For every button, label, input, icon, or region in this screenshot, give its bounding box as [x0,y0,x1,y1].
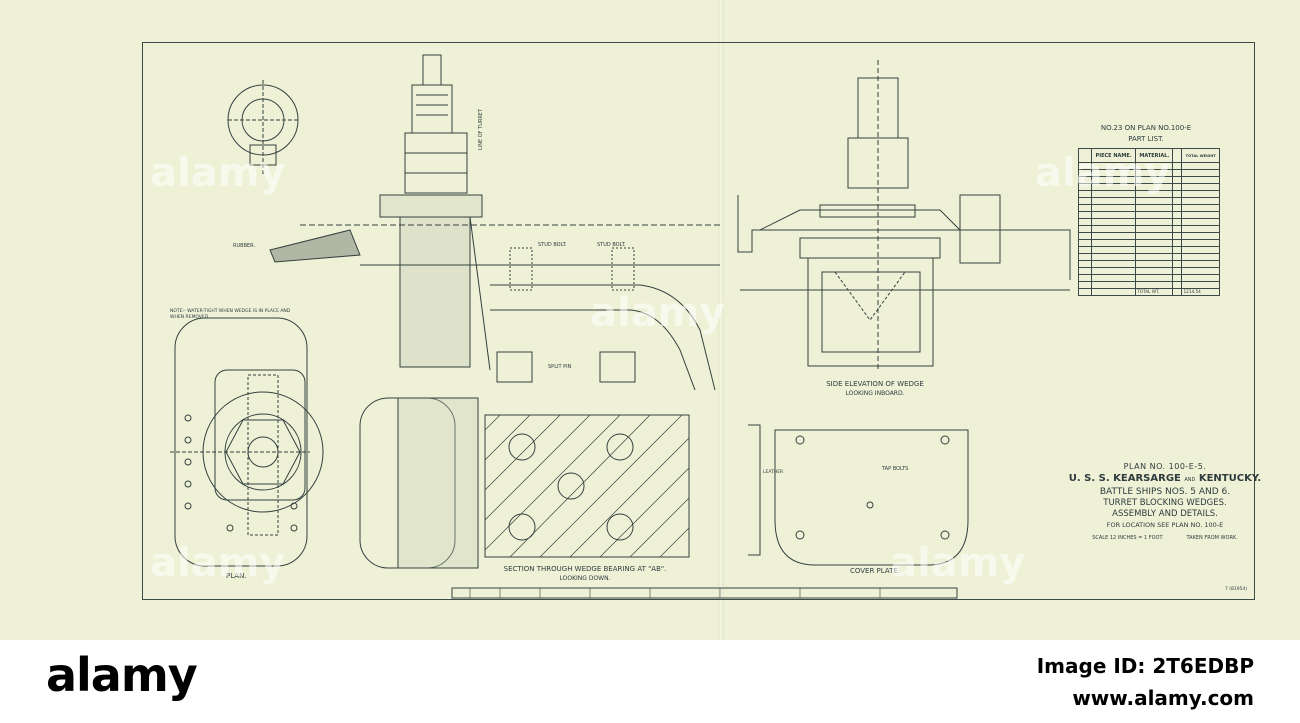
section-caption: SECTION THROUGH WEDGE BEARING AT "AB". [503,565,667,573]
table-total-row: TOTAL WT. 1214.54 [1078,288,1220,296]
location-line: FOR LOCATION SEE PLAN NO. 100-E [1106,521,1224,529]
leather-label: LEATHER [763,470,784,475]
technical-drawing [170,54,1071,599]
cover-plate [748,424,969,566]
side-elevation [737,60,1071,370]
image-id: Image ID: 2T6EDBP [1036,654,1254,678]
part-list-table: PIECE NAME. MATERIAL. TOTAL WEIGHT TOTAL… [1078,148,1220,296]
rubber-label: RUBBER. [233,243,256,249]
table-row [1078,190,1220,198]
table-row [1078,232,1220,240]
table-row [1078,253,1220,261]
qty-col [1172,148,1183,163]
line-of-turret-label: LINE OF TURRET [478,108,484,150]
table-row [1078,260,1220,268]
table-row [1078,274,1220,282]
part-list-reference: NO.23 ON PLAN NO.100-E [1100,124,1192,132]
table-row [1078,183,1220,191]
plan-caption: PLAN. [226,572,247,580]
assembly-line: ASSEMBLY AND DETAILS. [1112,509,1218,519]
drawing-sheet [0,0,1300,640]
scale-bar [451,587,958,599]
wedge-section [269,194,720,391]
note-label: NOTE:- WATER-TIGHT WHEN WEDGE IS IN PLAC… [170,309,291,320]
side-elevation-subcaption: LOOKING INBOARD. [845,390,905,397]
table-row [1078,246,1220,254]
no-col [1078,148,1092,163]
weight-col-header: TOTAL WEIGHT [1181,148,1220,163]
page-fold [718,0,724,640]
table-row [1078,281,1220,289]
total-label: TOTAL WT. [1135,288,1174,296]
plan-number: PLAN NO. 100-E-5. [1123,462,1207,471]
section-subcaption: LOOKING DOWN. [559,575,611,582]
battle-ships-line: BATTLE SHIPS NOS. 5 AND 6. [1099,487,1231,497]
taken-note: TAKEN FROM WORK. [1186,535,1238,541]
ship-name-1: KEARSARGE [1113,473,1181,484]
stud-bolt-label-2: STUD BOLT. [597,242,626,248]
side-elevation-caption: SIDE ELEVATION OF WEDGE [826,380,924,388]
scale-note: SCALE 12 INCHES = 1 FOOT [1092,535,1163,541]
sheet-number: 7 (81954) [1225,587,1248,592]
stock-footer: alamy Image ID: 2T6EDBP www.alamy.com [0,640,1300,723]
table-row [1078,197,1220,205]
piece-col-header: PIECE NAME. [1090,148,1137,163]
subject-line: TURRET BLOCKING WEDGES. [1103,498,1227,508]
cover-plate-caption: COVER PLATE. [849,567,901,575]
part-list-header: NO.23 ON PLAN NO.100-E PART LIST. [1076,124,1216,143]
part-list-title: PART LIST. [1128,135,1164,143]
drawing-border [142,42,1255,600]
stud-bolt-label: STUD BOLT. [538,242,567,248]
table-row [1078,225,1220,233]
table-row [1078,162,1220,170]
stud-and-nuts [404,54,468,194]
table-row [1078,204,1220,212]
footer-url: www.alamy.com [1072,686,1254,710]
bearing-section [359,397,690,569]
table-row [1078,218,1220,226]
total-value: 1214.54 [1181,288,1220,296]
table-row [1078,239,1220,247]
ships-prefix: U. S. S. [1068,473,1110,484]
table-row [1078,176,1220,184]
footer-logo: alamy [46,648,198,702]
table-row [1078,169,1220,177]
split-pin-label: SPLIT PIN [548,364,572,370]
material-col-header: MATERIAL. [1135,148,1174,163]
table-header-row: PIECE NAME. MATERIAL. TOTAL WEIGHT [1078,148,1220,163]
tap-bolts-label: TAP BOLTS [882,466,909,472]
eye-bolt-detail [227,80,300,175]
table-row [1078,267,1220,275]
plan-view [170,317,324,567]
scale-row: SCALE 12 INCHES = 1 FOOT TAKEN FROM WORK… [1030,535,1300,541]
ship-names: U. S. S. KEARSARGE AND KENTUCKY. [1030,473,1300,484]
title-block: PLAN NO. 100-E-5. U. S. S. KEARSARGE AND… [1030,462,1300,541]
table-row [1078,211,1220,219]
ship-name-2: KENTUCKY. [1198,473,1262,484]
ships-and: AND [1184,477,1196,483]
